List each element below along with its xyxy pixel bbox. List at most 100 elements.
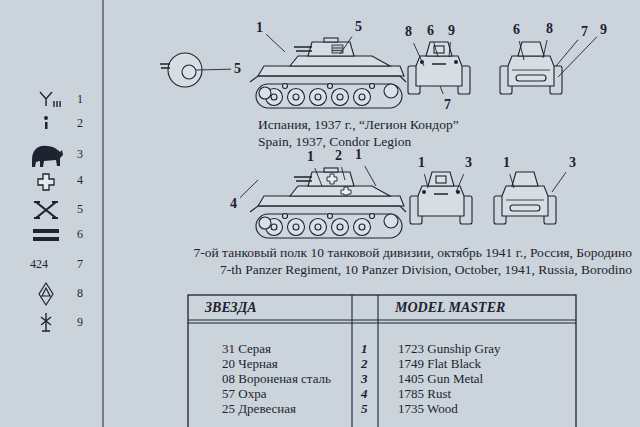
return-roller (283, 84, 288, 89)
road-wheel (310, 89, 327, 106)
wheel-hub (359, 224, 365, 230)
fender (250, 206, 406, 212)
hull (508, 56, 554, 86)
table-rule (188, 295, 576, 427)
headlight (422, 190, 426, 194)
rear-plate (512, 70, 550, 71)
callout-number: 3 (569, 155, 576, 171)
leader-line (456, 174, 464, 192)
legend-number: 9 (77, 316, 83, 330)
tank-rear-view (494, 172, 556, 224)
color-number: 4 (361, 387, 368, 402)
road-wheel (354, 89, 371, 106)
table-cell: 25 Древесная (222, 402, 296, 417)
table-cell: 08 Вороненая сталь (222, 372, 331, 387)
rear-plate (506, 200, 544, 201)
leader-lines (196, 34, 597, 198)
wheel-hub (293, 224, 299, 230)
headlight (454, 60, 458, 64)
callout-number: 6 (513, 22, 520, 38)
table-cell: 1405 Gun Metal (398, 372, 483, 387)
leader-line (552, 172, 566, 192)
leader-line (196, 69, 231, 71)
return-roller (283, 214, 288, 219)
tactical-symbol (45, 122, 48, 129)
callout-number: 6 (427, 23, 434, 39)
road-wheel (310, 219, 327, 236)
callout-number: 7 (581, 24, 588, 40)
callout-number: 1 (418, 155, 425, 171)
idler-wheel (259, 87, 271, 99)
callout-number: 1 (355, 147, 362, 163)
bison-emblem (32, 146, 63, 167)
wheel-hub (337, 224, 343, 230)
hull (416, 56, 462, 86)
road-wheel (288, 219, 305, 236)
wheel-hub (271, 94, 277, 100)
hatch (324, 38, 338, 42)
muffler (510, 205, 540, 211)
tank-side-view (250, 168, 406, 238)
track (256, 84, 402, 108)
color-number: 1 (361, 342, 368, 357)
return-roller (370, 84, 375, 89)
leader-line (556, 40, 578, 66)
road-wheel (332, 219, 349, 236)
leader-line (440, 86, 443, 94)
turret (308, 172, 354, 186)
drive-sprocket (384, 214, 398, 228)
leader-line (414, 43, 424, 66)
wheel-hub (315, 224, 321, 230)
wheel-hub (359, 94, 365, 100)
callout-number: 1 (256, 20, 263, 36)
fender (250, 76, 406, 82)
legend-symbols (32, 92, 63, 331)
callout-number: 5 (355, 19, 362, 35)
paint-table (188, 295, 576, 427)
leader-line (519, 41, 524, 60)
table-cell: 1785 Rust (398, 387, 451, 402)
machine-guns (294, 47, 312, 51)
wheel-hub (293, 94, 299, 100)
table-header: ЗВЕЗДА (205, 300, 257, 316)
leader-line (434, 42, 438, 57)
leader-line (240, 180, 258, 198)
balkenkreuz (341, 187, 351, 195)
caption: Испания, 1937 г., “Легион Кондор” (258, 117, 459, 133)
leader-line (341, 167, 345, 180)
caption: 7-th Panzer Regiment, 10 Panzer Division… (220, 262, 632, 278)
callout-number: 9 (448, 23, 455, 39)
legend-number: 7 (77, 258, 83, 272)
legend-number: 5 (77, 203, 83, 217)
legend-number: 1 (77, 93, 83, 107)
table-cell: 20 Черная (222, 357, 278, 372)
callout-number: 8 (546, 21, 553, 37)
superstructure (290, 56, 390, 66)
callout-number: 9 (600, 22, 607, 38)
legend-number: 6 (77, 228, 83, 242)
hull (258, 196, 404, 206)
legend-number: 8 (77, 287, 83, 301)
return-roller (370, 214, 375, 219)
idler-wheel (259, 217, 271, 229)
callout-number: 1 (503, 155, 510, 171)
table-border (188, 295, 576, 427)
track (256, 214, 402, 238)
wheel-hub (315, 94, 321, 100)
hull (502, 186, 548, 216)
leader-line (424, 174, 428, 188)
balkenkreuz-symbol (38, 174, 54, 190)
hull (258, 66, 404, 76)
legend-number: 2 (77, 117, 83, 131)
callout-number: 8 (405, 24, 412, 40)
color-number: 5 (361, 402, 368, 417)
table-header: MODEL MASTER (395, 300, 505, 316)
leader-line (315, 168, 322, 186)
cross-bars-symbol (34, 202, 58, 218)
road-wheel (354, 219, 371, 236)
turret-hatch (182, 65, 196, 79)
turret (428, 172, 454, 186)
leader-line (510, 174, 514, 188)
tactical-symbol (44, 116, 48, 120)
